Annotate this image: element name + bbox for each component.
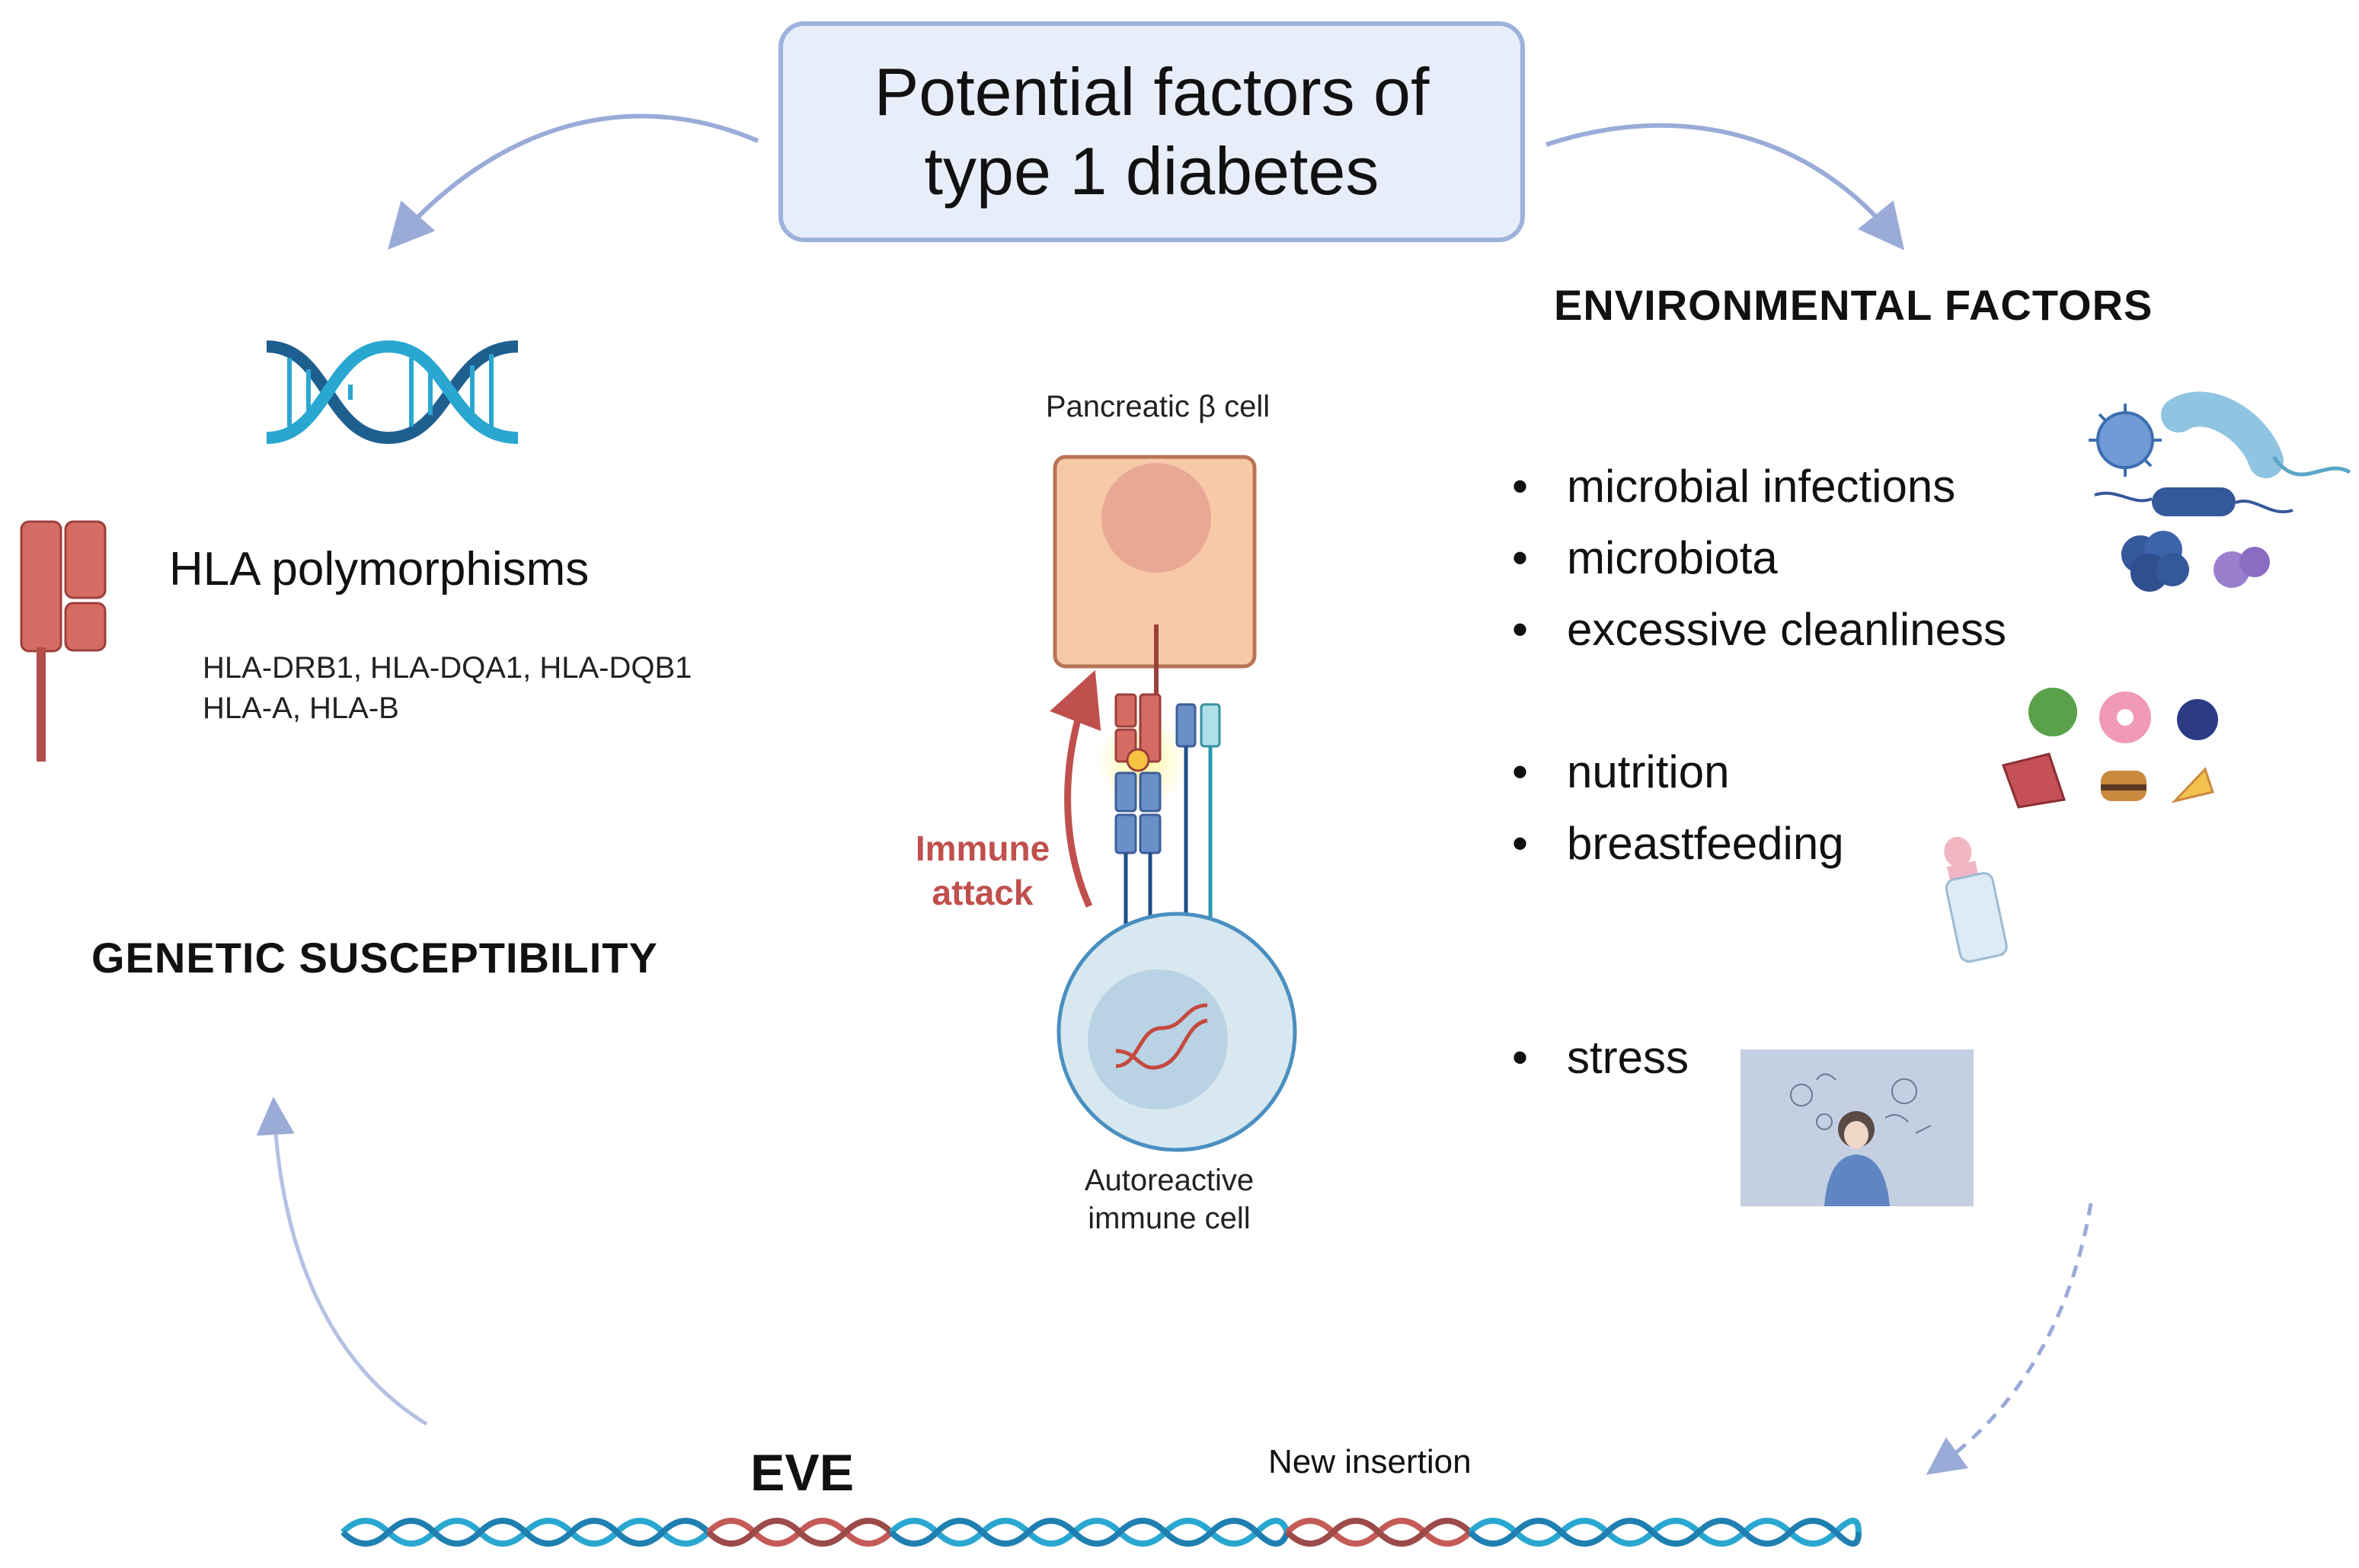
immune-attack-line-1: Immune [915,829,1050,868]
environmental-factors-heading: ENVIRONMENTAL FACTORS [1554,281,2153,329]
dna-icon [266,340,519,445]
new-insertion-label: New insertion [1268,1443,1472,1480]
title-box: Potential factors of type 1 diabetes [778,21,1525,242]
env-item-microbiota: microbiota [1512,522,2006,594]
beta-cell-label: Pancreatic β cell [1045,390,1271,423]
hla-genes-line-1: HLA-DRB1, HLA-DQA1, HLA-DQB1 [203,651,692,685]
env-item-stress: stress [1512,1022,1689,1094]
food-icon [2002,688,2218,809]
immune-receptor [1097,693,1221,933]
genetic-susceptibility-heading: GENETIC SUSCEPTIBILITY [91,934,658,982]
immune-cell-label-line-1: Autoreactive [1084,1164,1255,1197]
title-line-2: type 1 diabetes [924,133,1379,209]
hla-polymorphisms-label: HLA polymorphisms [169,543,590,596]
arrow-env-to-eve [1926,1202,2093,1475]
virus-icon [2089,404,2162,477]
immune-attack-line-2: attack [932,873,1034,912]
stress-illustration [1740,1049,1974,1206]
env-item-breastfeeding: breastfeeding [1512,808,1844,880]
bottom-dna-strand [340,1518,1862,1547]
env-item-nutrition: nutrition [1512,736,1844,808]
stress-person-icon [1790,1073,1932,1206]
eve-label: EVE [750,1444,855,1502]
bacteria-icon [2094,391,2351,592]
immune-cell-label: Autoreactive immune cell [1044,1161,1295,1237]
title-line-1: Potential factors of [874,54,1430,129]
env-item-microbial-infections: microbial infections [1512,451,2006,522]
immune-attack-label: Immune attack [899,826,1066,915]
immune-cell [1056,912,1297,1152]
env-group-stress: stress [1512,1022,1689,1094]
env-group-nutrition: nutrition breastfeeding [1512,736,1844,880]
arrow-to-genetic [388,113,759,250]
baby-bottle-icon [1944,836,2008,963]
beta-cell [1053,455,1257,701]
arrow-eve-to-genetic [256,1097,428,1426]
env-group-microbial: microbial infections microbiota excessiv… [1512,451,2006,666]
hla-genes-line-2: HLA-A, HLA-B [203,691,399,725]
env-item-excessive-cleanliness: excessive cleanliness [1512,594,2006,666]
immune-cell-label-line-2: immune cell [1088,1202,1251,1235]
immune-attack-arrow [1050,669,1101,908]
hla-receptor-icon [20,520,107,762]
arrow-to-environmental [1545,123,1905,251]
